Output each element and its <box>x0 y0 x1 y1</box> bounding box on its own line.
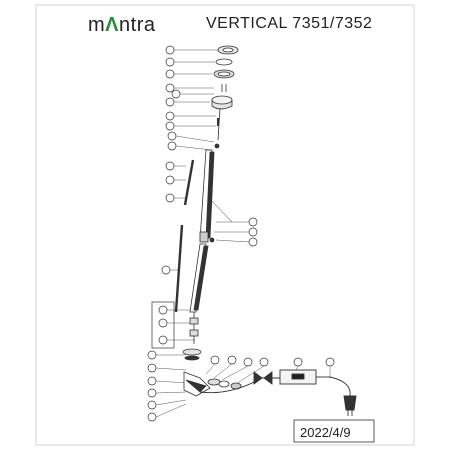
callout-bubble <box>147 388 157 398</box>
document-title: VERTICAL 7351/7352 <box>206 15 373 32</box>
callout-bubble <box>165 111 175 121</box>
callout-bubble <box>161 265 171 275</box>
callout-bubble <box>293 357 303 367</box>
callout-bubble <box>147 376 157 386</box>
callout-group-box <box>151 301 175 349</box>
callout-bubble <box>165 57 175 67</box>
right-leader-lines <box>205 221 331 385</box>
callout-bubble <box>165 175 175 185</box>
callout-bubble <box>158 305 168 315</box>
callout-bubble <box>325 357 335 367</box>
callout-bubble <box>165 97 175 107</box>
callout-bubble <box>165 193 175 203</box>
brand-logo: mΛntra <box>88 14 155 37</box>
callout-bubble <box>165 121 175 131</box>
callout-bubble <box>171 89 181 99</box>
lower-tube <box>174 224 209 313</box>
callout-bubble <box>259 357 269 367</box>
date-box <box>293 419 375 443</box>
document-date: 2022/4/9 <box>300 425 351 440</box>
callout-bubble <box>147 363 157 373</box>
left-leader-lines <box>155 49 218 418</box>
lower-fittings <box>182 312 202 361</box>
upper-tube <box>183 149 233 241</box>
suspension-cable <box>214 107 221 149</box>
callout-bubble <box>147 350 157 360</box>
mains-cord-and-plug <box>329 376 357 416</box>
callout-bubble <box>248 227 258 237</box>
callout-bubble <box>227 355 237 365</box>
callout-bubble <box>158 335 168 345</box>
ceiling-canopy <box>211 45 239 110</box>
callout-bubble <box>165 83 175 93</box>
brand-suffix: ntra <box>119 14 156 36</box>
brand-accent-mark: Λ <box>105 14 120 36</box>
power-cable <box>199 371 280 394</box>
callout-bubble <box>165 69 175 79</box>
callout-bubble <box>158 318 168 328</box>
callout-bubble <box>147 412 157 422</box>
led-driver <box>279 369 330 385</box>
callout-bubble <box>167 131 177 141</box>
right-callouts <box>210 217 335 367</box>
tube-joint <box>199 231 215 243</box>
callout-bubble <box>167 141 177 151</box>
callout-bubble <box>248 237 258 247</box>
callout-bubble <box>165 45 175 55</box>
callout-bubble <box>243 357 253 367</box>
page-border <box>35 4 415 446</box>
callout-bubble <box>210 355 220 365</box>
brand-prefix: m <box>88 14 106 36</box>
callout-bubble <box>248 217 258 227</box>
floor-base <box>183 371 242 397</box>
callout-bubble <box>165 161 175 171</box>
callout-bubble <box>147 400 157 410</box>
